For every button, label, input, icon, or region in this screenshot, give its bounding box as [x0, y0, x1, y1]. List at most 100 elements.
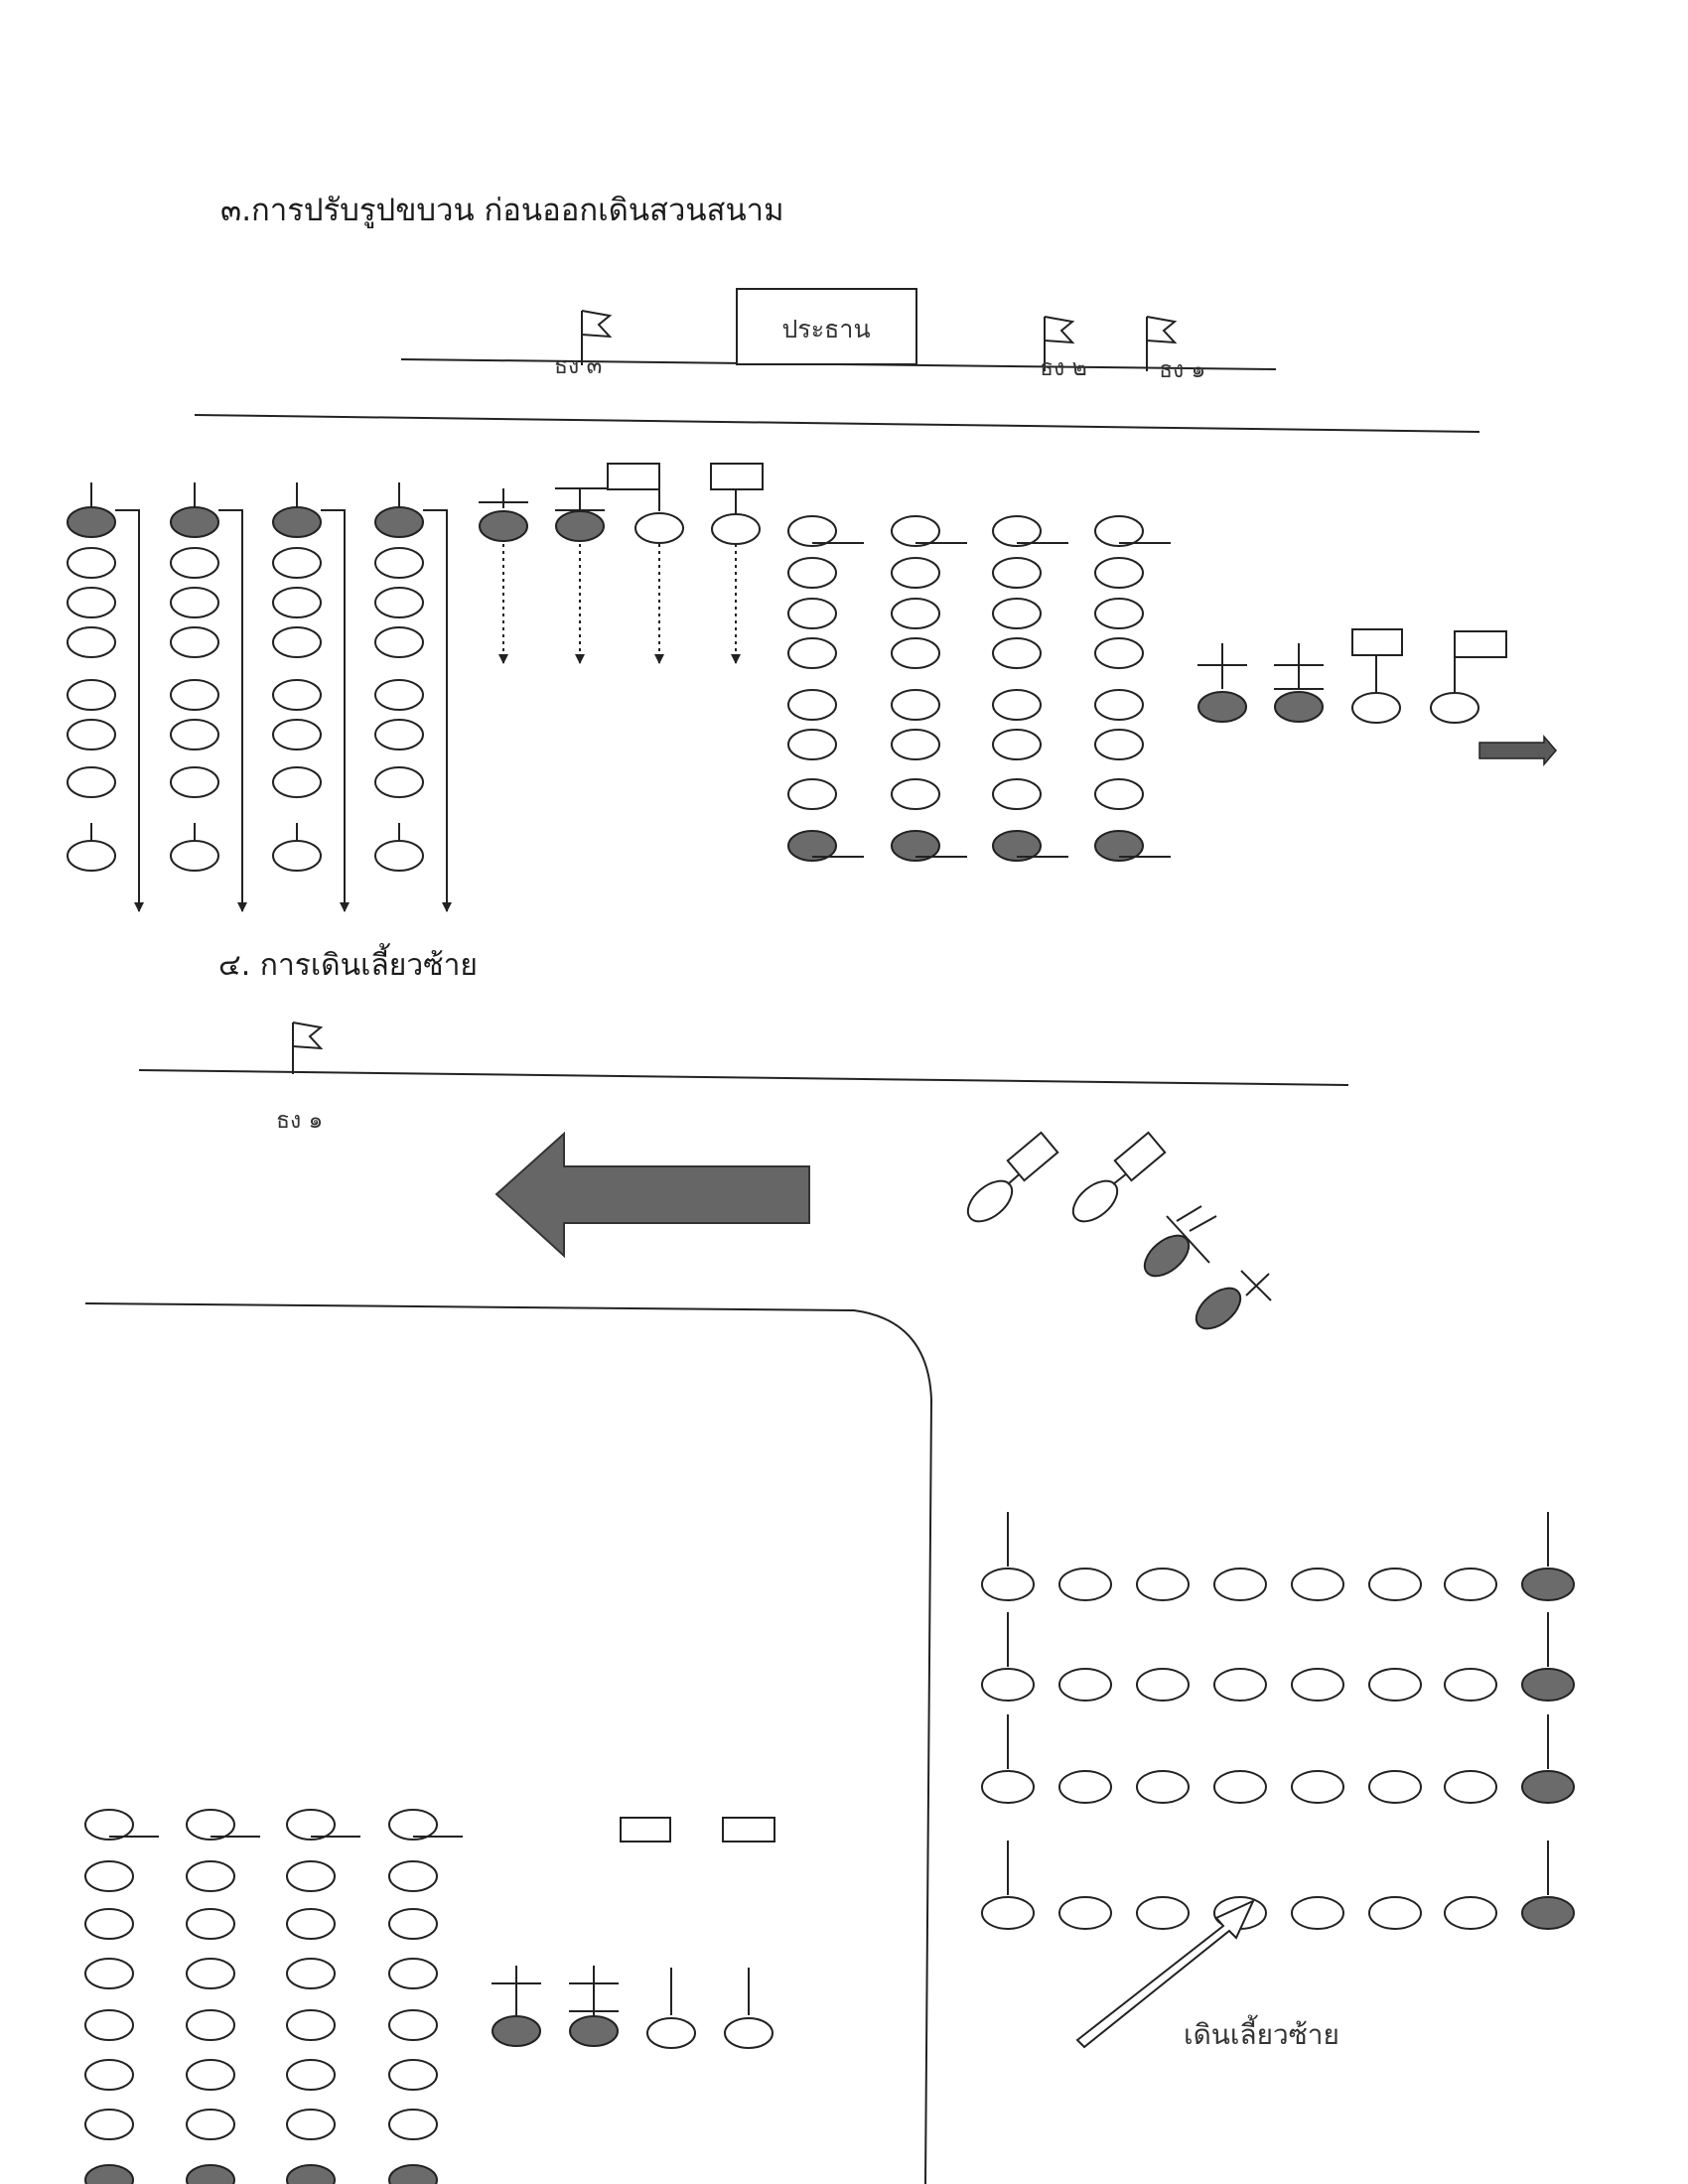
left-arrow-icon	[494, 1131, 810, 1259]
marcher-marker	[1213, 1568, 1267, 1601]
marcher-marker	[84, 1958, 134, 1989]
marcher-marker	[186, 1958, 235, 1989]
marcher-marker	[1136, 1896, 1190, 1930]
marcher-marker	[374, 840, 424, 872]
marcher-marker	[992, 778, 1042, 810]
marcher-marker	[992, 637, 1042, 669]
marcher-marker	[1094, 689, 1144, 721]
chairman-label: ประธาน	[781, 315, 870, 343]
bottom-right-formation	[981, 1512, 1575, 1930]
marcher-marker	[1444, 1668, 1497, 1702]
marcher-marker	[1094, 598, 1144, 629]
left-platoons	[67, 482, 452, 912]
bottom-left-formation	[84, 1809, 463, 2184]
leader-marker	[492, 2015, 541, 2047]
marcher-marker	[787, 778, 837, 810]
down-arrow-icon	[321, 509, 350, 912]
leader-marker	[1274, 691, 1324, 723]
marcher-marker	[787, 689, 837, 721]
banner-icon	[722, 1817, 775, 1843]
marcher-marker	[170, 840, 219, 872]
marcher-marker	[1368, 1770, 1422, 1804]
marcher-marker	[1444, 1896, 1497, 1930]
leader-marker	[891, 830, 940, 862]
section4-title: ๔. การเดินเลี้ยวซ้าย	[218, 943, 478, 983]
banner-icon	[1454, 630, 1507, 658]
cross-bar	[1245, 1273, 1270, 1297]
right-arrow-icon	[1478, 734, 1557, 767]
marcher-marker	[170, 719, 219, 751]
marcher-marker	[1136, 1770, 1190, 1804]
banner-icon	[620, 1817, 671, 1843]
marcher-marker	[1351, 692, 1401, 724]
marcher-marker	[286, 2059, 336, 2091]
turn-arrow-icon	[1075, 1898, 1256, 2049]
banner-icon	[1006, 1131, 1059, 1182]
marcher-marker	[186, 2009, 235, 2041]
marcher-marker	[1291, 1896, 1344, 1930]
leader-marker	[787, 830, 837, 862]
marcher-marker	[1094, 778, 1144, 810]
marcher-marker	[1094, 515, 1144, 547]
marcher-marker	[67, 719, 116, 751]
flag-2-icon	[1044, 316, 1075, 371]
marcher-marker	[1058, 1770, 1112, 1804]
marcher-marker	[1058, 1568, 1112, 1601]
marcher-marker	[374, 626, 424, 658]
marcher-marker	[286, 2109, 336, 2140]
marcher-marker	[67, 679, 116, 711]
down-arrow-icon	[423, 509, 452, 912]
marcher-marker	[170, 547, 219, 579]
marcher-marker	[388, 2059, 438, 2091]
marcher-marker	[388, 1958, 438, 1989]
marcher-marker	[186, 1860, 235, 1892]
banner-icon	[1113, 1131, 1167, 1182]
flag-3-label: ธง ๓	[554, 353, 602, 379]
leader-marker	[374, 506, 424, 538]
marcher-marker	[992, 689, 1042, 721]
marcher-marker	[374, 719, 424, 751]
marcher-marker	[272, 587, 322, 618]
marcher-marker	[787, 729, 837, 760]
marcher-marker	[84, 1860, 134, 1892]
marcher-marker	[1291, 1668, 1344, 1702]
marcher-marker	[272, 719, 322, 751]
marcher-marker	[286, 1809, 336, 1841]
section3-title: ๓.การปรับรูปขบวน ก่อนออกเดินสวนสนาม	[220, 193, 784, 228]
cross-bar	[1176, 1205, 1202, 1222]
marcher-marker	[272, 766, 322, 798]
marcher-marker	[388, 1860, 438, 1892]
flag-2-label: ธง ๒	[1040, 355, 1087, 381]
cross-bar	[1189, 1215, 1217, 1232]
marcher-marker	[1213, 1770, 1267, 1804]
marcher-marker	[891, 689, 940, 721]
marcher-marker	[981, 1770, 1035, 1804]
flag-1-icon	[1146, 316, 1178, 371]
marcher-marker	[67, 587, 116, 618]
marcher-marker	[286, 1860, 336, 1892]
marcher-marker	[1291, 1568, 1344, 1601]
marcher-marker	[67, 766, 116, 798]
marcher-marker	[1213, 1668, 1267, 1702]
leader-marker	[286, 2164, 336, 2184]
marcher-marker	[84, 2009, 134, 2041]
marcher-marker	[286, 1908, 336, 1940]
marcher-marker	[981, 1568, 1035, 1601]
marcher-marker	[272, 679, 322, 711]
marcher-marker	[186, 1809, 235, 1841]
marcher-marker	[891, 515, 940, 547]
marcher-marker	[67, 626, 116, 658]
marcher-marker	[374, 766, 424, 798]
marcher-marker	[1094, 729, 1144, 760]
marcher-marker	[891, 637, 940, 669]
leader-marker	[1197, 691, 1247, 723]
leader-marker	[67, 506, 116, 538]
marcher-marker	[170, 679, 219, 711]
marcher-marker	[84, 1908, 134, 1940]
marcher-marker	[272, 626, 322, 658]
marcher-marker	[711, 513, 761, 545]
middle-formation	[787, 515, 1171, 862]
marcher-marker	[186, 1908, 235, 1940]
